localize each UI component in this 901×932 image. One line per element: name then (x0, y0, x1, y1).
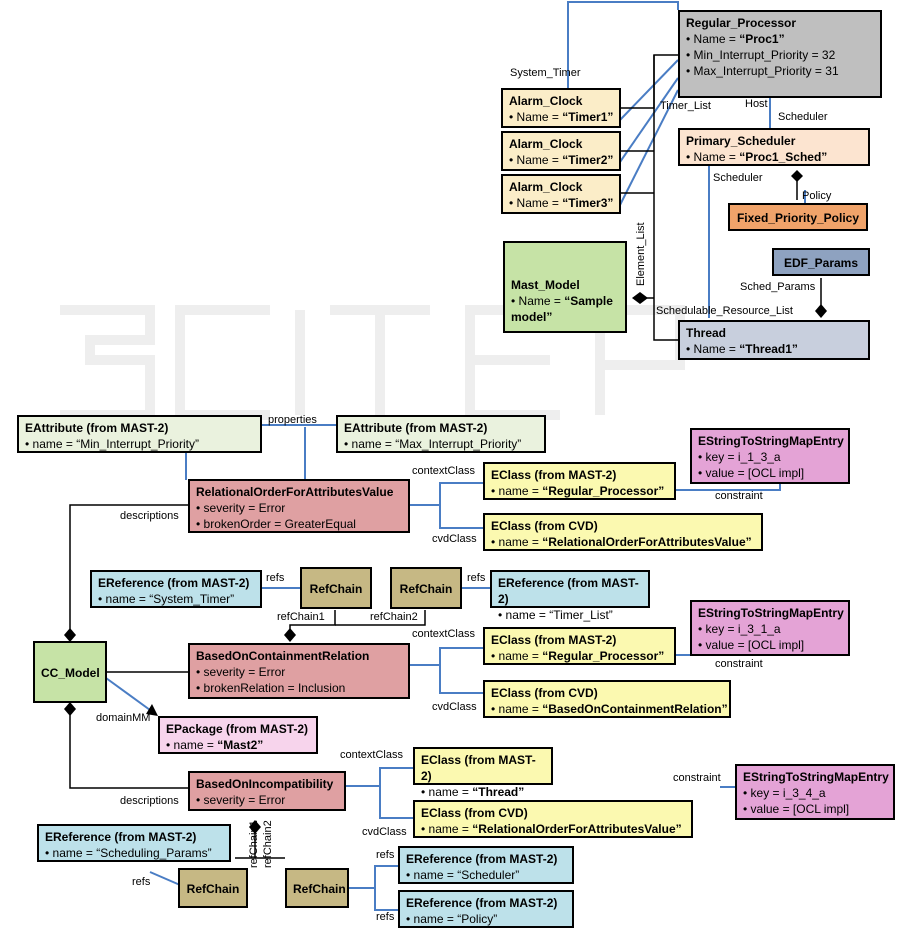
ereference-timer-list-box: EReference (from MAST-2) • name = “Timer… (490, 570, 650, 622)
label-system-timer: System_Timer (510, 67, 581, 79)
label-refs-3: refs (132, 876, 151, 888)
eclass-regular-processor-2-box: EClass (from MAST-2) • name = “Regular_P… (483, 627, 676, 665)
eattribute-min-box: EAttribute (from MAST-2) • name = “Min_I… (17, 415, 262, 453)
eclass-regular-processor-1-box: EClass (from MAST-2) • name = “Regular_P… (483, 462, 676, 500)
label-constraint-3: constraint (673, 772, 721, 784)
label-refs-5: refs (376, 911, 395, 923)
emap-entry-2-box: EStringToStringMapEntry • key = i_3_1_a … (690, 600, 850, 656)
label-descriptions-2: descriptions (120, 795, 179, 807)
emap-entry-3-box: EStringToStringMapEntry • key = i_3_4_a … (735, 764, 895, 820)
label-descriptions-1: descriptions (120, 510, 179, 522)
eattribute-max-box: EAttribute (from MAST-2) • name = “Max_I… (336, 415, 546, 453)
label-context-class-3: contextClass (340, 749, 403, 761)
refchain-4-box: RefChain (285, 868, 349, 908)
label-cvd-class-3: cvdClass (362, 826, 407, 838)
edf-params-box: EDF_Params (772, 248, 870, 276)
eclass-cvd-1-box: EClass (from CVD) • name = “RelationalOr… (483, 513, 763, 551)
regular-processor-title: Regular_Processor (686, 16, 797, 30)
eclass-cvd-3-box: EClass (from CVD) • name = “RelationalOr… (413, 800, 693, 838)
ereference-system-timer-box: EReference (from MAST-2) • name = “Syste… (90, 570, 262, 608)
regular-processor-box: Regular_Processor • Name = “Proc1” • Min… (678, 10, 882, 98)
ereference-scheduling-params-box: EReference (from MAST-2) • name = “Sched… (37, 824, 231, 862)
mast-model-box: Mast_Model • Name = “Sample model” (503, 241, 627, 333)
label-scheduler-1: Scheduler (778, 111, 828, 123)
label-refs-1: refs (266, 572, 285, 584)
alarm-clock-3-box: Alarm_Clock • Name = “Timer3” (501, 174, 621, 214)
refchain-1-box: RefChain (300, 567, 372, 609)
alarm-clock-1-box: Alarm_Clock • Name = “Timer1” (501, 88, 621, 128)
based-on-containment-box: BasedOnContainmentRelation • severity = … (188, 643, 410, 699)
label-context-class-2: contextClass (412, 628, 475, 640)
label-properties: properties (268, 414, 317, 426)
epackage-mast2-box: EPackage (from MAST-2) • name = “Mast2” (158, 716, 318, 754)
ereference-policy-box: EReference (from MAST-2) • name = “Polic… (398, 890, 574, 928)
label-scheduler-2: Scheduler (713, 172, 763, 184)
label-refchain2-b: refChain2 (262, 820, 274, 868)
ereference-scheduler-box: EReference (from MAST-2) • name = “Sched… (398, 846, 574, 884)
label-timer-list: Timer_List (660, 100, 711, 112)
label-refs-4: refs (376, 849, 395, 861)
label-sched-params: Sched_Params (740, 281, 816, 293)
label-domain-mm: domainMM (96, 712, 151, 724)
label-refchain2: refChain2 (370, 611, 418, 623)
label-policy: Policy (802, 190, 832, 202)
emap-entry-1-box: EStringToStringMapEntry • key = i_1_3_a … (690, 428, 850, 484)
label-refchain1: refChain1 (277, 611, 325, 623)
based-on-incompatibility-box: BasedOnIncompatibility • severity = Erro… (188, 771, 346, 811)
label-host: Host (745, 98, 768, 110)
refchain-2-box: RefChain (390, 567, 462, 609)
label-schedulable-resource-list: Schedulable_Resource_List (656, 305, 793, 317)
eclass-thread-box: EClass (from MAST-2) • name = “Thread” (413, 747, 553, 799)
label-refchain1-b: refChain1 (248, 820, 260, 868)
alarm-clock-2-box: Alarm_Clock • Name = “Timer2” (501, 131, 621, 171)
label-cvd-class-2: cvdClass (432, 701, 477, 713)
label-constraint-2: constraint (715, 658, 763, 670)
label-refs-2: refs (467, 572, 486, 584)
relational-order-box: RelationalOrderForAttributesValue • seve… (188, 479, 410, 533)
label-element-list: Element_List (635, 222, 647, 286)
label-context-class-1: contextClass (412, 465, 475, 477)
refchain-3-box: RefChain (178, 868, 248, 908)
eclass-cvd-2-box: EClass (from CVD) • name = “BasedOnConta… (483, 680, 731, 718)
cc-model-box: CC_Model (33, 641, 107, 703)
label-cvd-class-1: cvdClass (432, 533, 477, 545)
label-constraint-1: constraint (715, 490, 763, 502)
primary-scheduler-box: Primary_Scheduler • Name = “Proc1_Sched” (678, 128, 870, 166)
fixed-priority-policy-box: Fixed_Priority_Policy (728, 203, 868, 231)
thread-box: Thread • Name = “Thread1” (678, 320, 870, 360)
